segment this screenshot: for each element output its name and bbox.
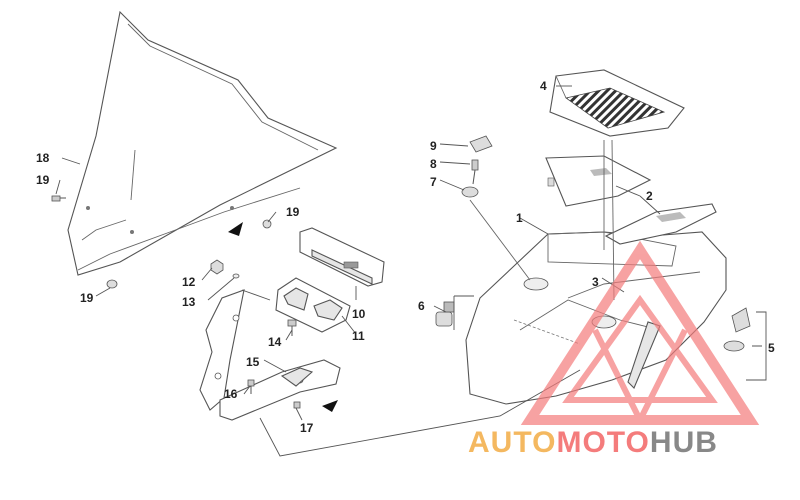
plug-5 [723, 307, 751, 352]
bezel-7 [461, 186, 479, 198]
windshield [67, 10, 338, 276]
callout-4: 4 [540, 79, 547, 93]
screw-16 [247, 379, 255, 394]
callout-1: 1 [516, 211, 523, 225]
key-cap-9 [469, 135, 493, 153]
watermark-triangle-icon [520, 240, 760, 425]
instrument-housing [299, 227, 385, 287]
support-bracket [199, 289, 341, 421]
callout-5: 5 [768, 341, 775, 355]
callout-6: 6 [418, 299, 425, 313]
watermark-moto: MOTO [556, 426, 649, 459]
washer-13 [232, 273, 240, 279]
switch-6 [435, 301, 455, 327]
callout-14: 14 [268, 335, 282, 349]
callout-19-right: 19 [286, 205, 300, 219]
key-8 [471, 159, 479, 185]
front-direction-arrow-2 [322, 400, 338, 412]
callout-12: 12 [182, 275, 196, 289]
callout-2: 2 [646, 189, 653, 203]
screw-19-left [51, 195, 66, 202]
watermark-text: AUTOMOTOHUB [468, 426, 718, 459]
callout-16: 16 [224, 387, 238, 401]
callout-19-left: 19 [36, 173, 50, 187]
storage-grille [549, 69, 685, 137]
callout-9: 9 [430, 139, 437, 153]
screw-14 [287, 319, 297, 336]
callout-18: 18 [36, 151, 50, 165]
watermark-auto: AUTO [468, 426, 556, 459]
callout-15: 15 [246, 355, 260, 369]
callout-17: 17 [300, 421, 314, 435]
callouts: 1 2 3 4 5 6 7 8 9 10 11 12 13 14 15 16 1… [36, 79, 775, 435]
panel-lower [604, 203, 717, 245]
washer-19-bottom [106, 279, 118, 289]
gauge-bracket [275, 277, 351, 333]
panel-upper [545, 155, 652, 207]
screw-19-right [262, 219, 272, 229]
callout-19-bottom: 19 [80, 291, 94, 305]
screw-17 [293, 401, 301, 409]
callout-13: 13 [182, 295, 196, 309]
callout-11: 11 [352, 329, 365, 343]
nut-12 [210, 259, 224, 275]
callout-10: 10 [352, 307, 366, 321]
callout-3: 3 [592, 275, 599, 289]
leader-lines [55, 85, 767, 457]
callout-7: 7 [430, 175, 437, 189]
callout-8: 8 [430, 157, 437, 171]
watermark-hub: HUB [650, 426, 718, 459]
watermark-logo [520, 240, 760, 425]
front-direction-arrow [228, 222, 243, 236]
